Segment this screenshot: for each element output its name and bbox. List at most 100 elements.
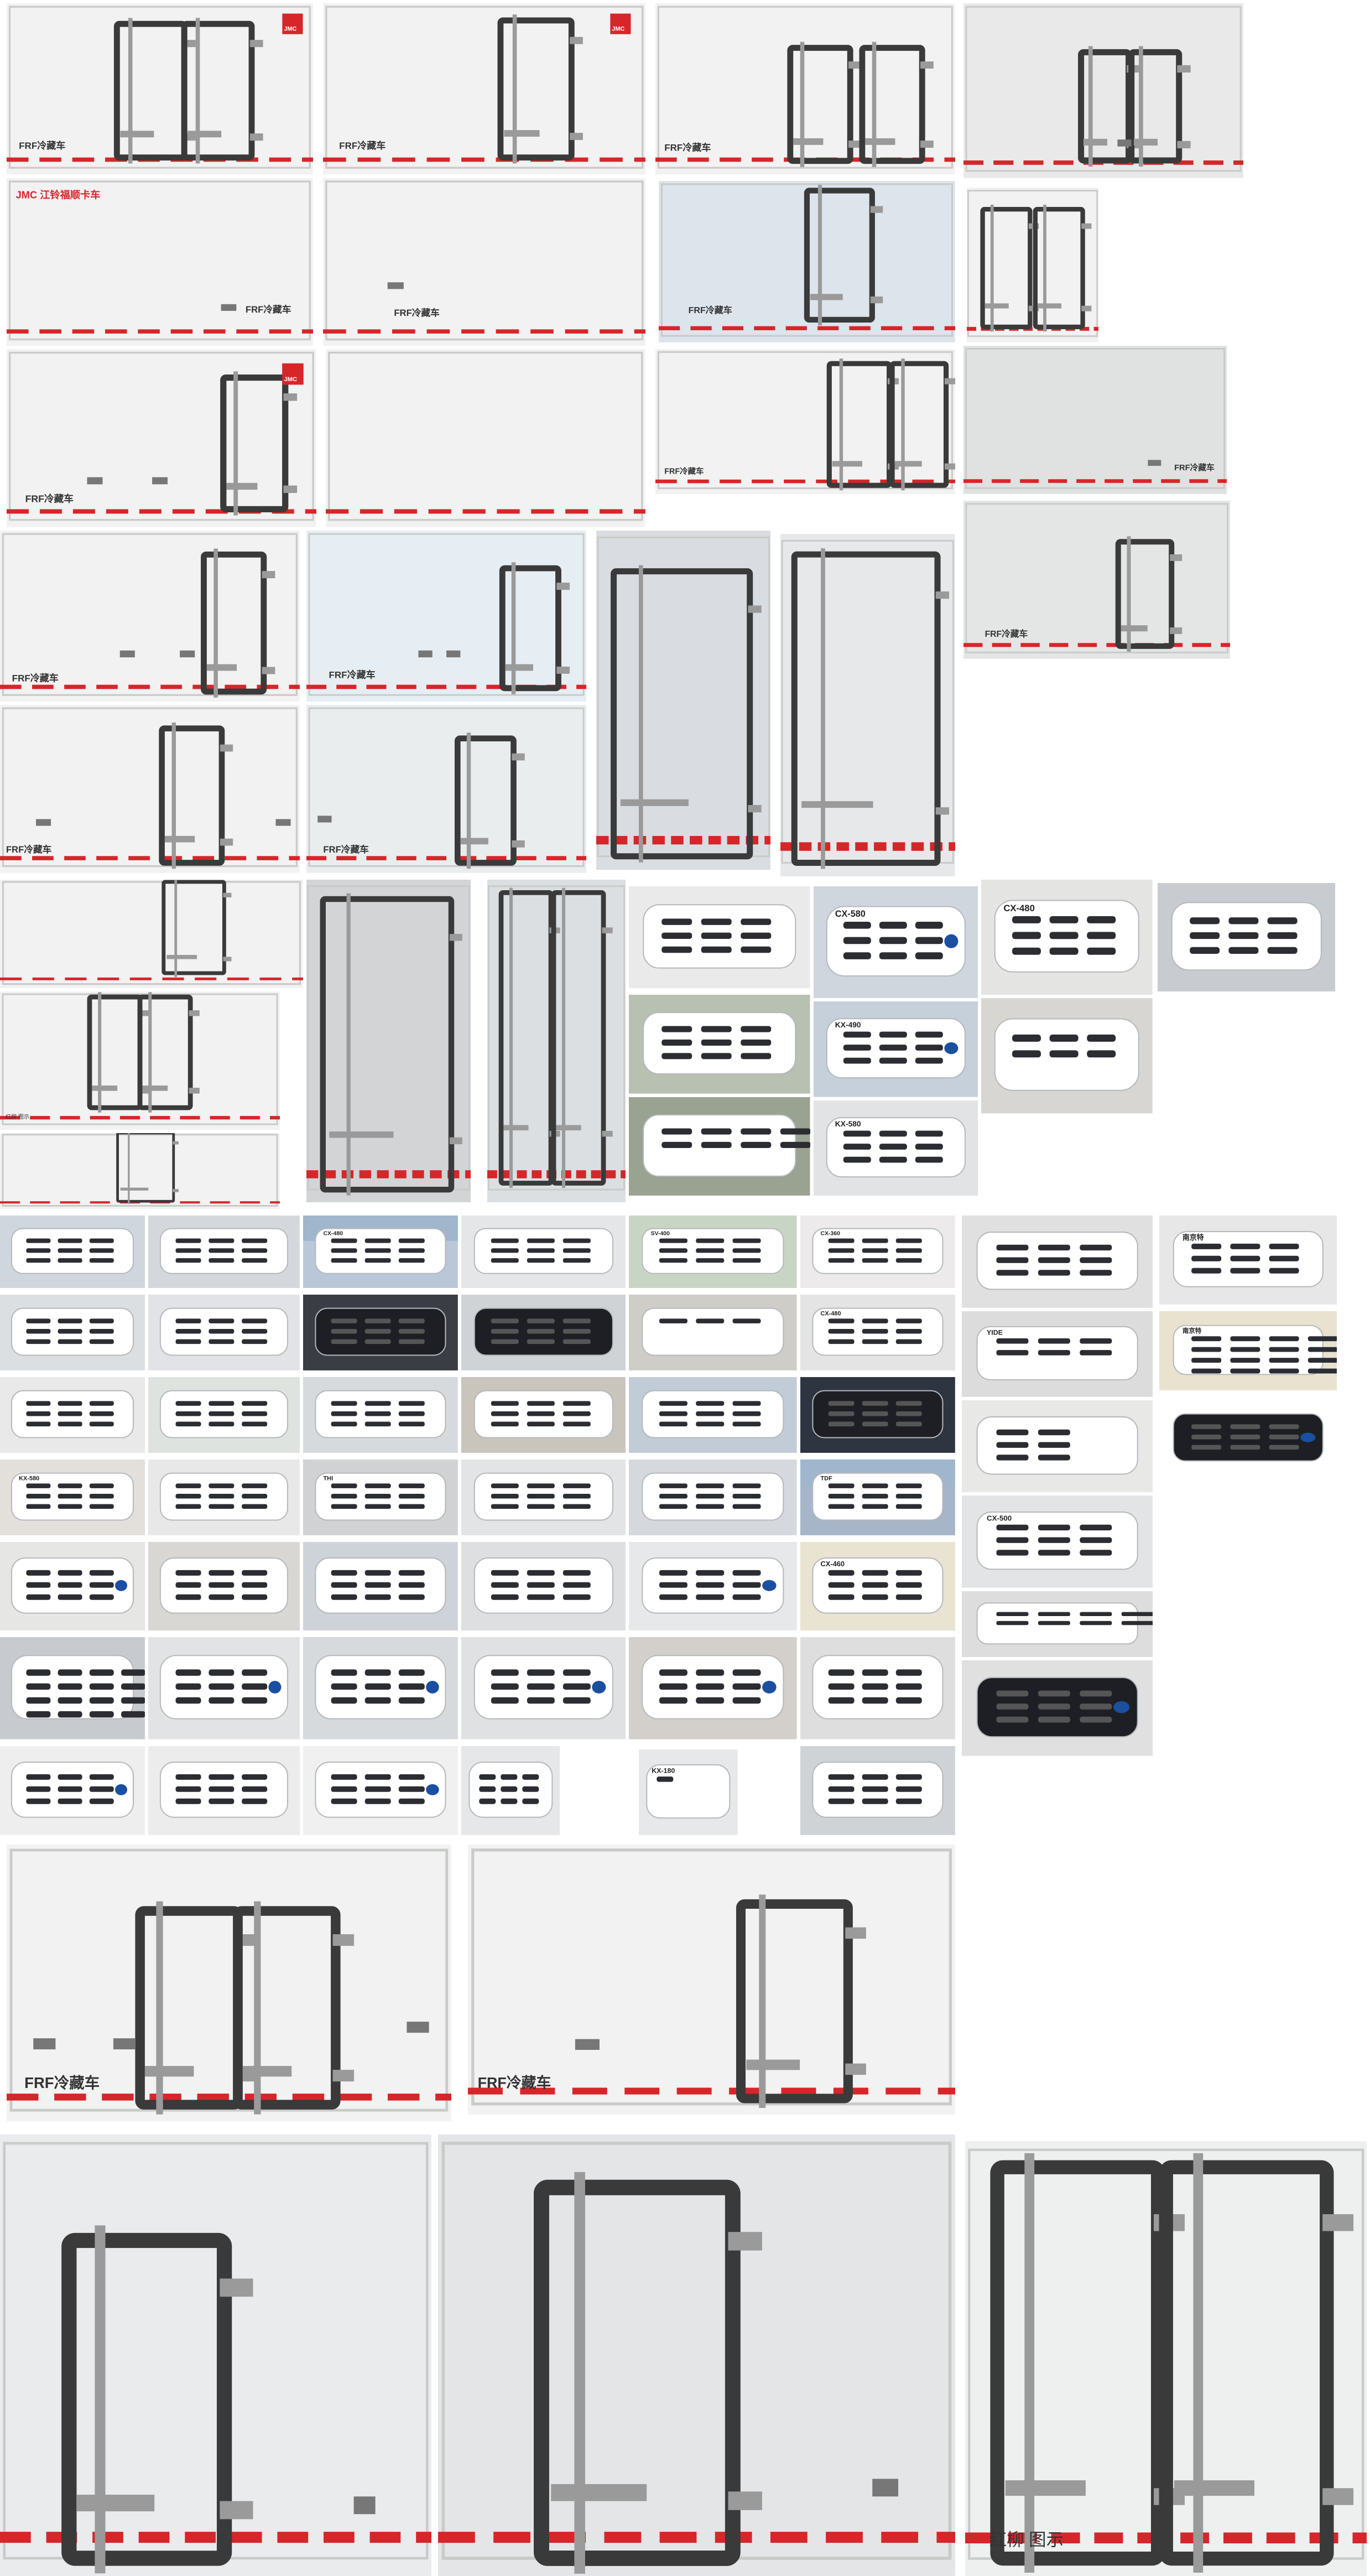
vent-slot bbox=[89, 1669, 114, 1676]
model-label: SV-400 bbox=[651, 1231, 670, 1237]
info-plate bbox=[872, 2479, 898, 2497]
reflective-strip bbox=[430, 1170, 442, 1178]
reflective-strip bbox=[576, 1170, 586, 1178]
vent-slot bbox=[1038, 1716, 1070, 1723]
hinge bbox=[748, 605, 762, 613]
vent-slot bbox=[527, 1683, 555, 1690]
vent-slot bbox=[996, 1429, 1029, 1435]
vent-slot bbox=[843, 921, 871, 929]
vent-slot bbox=[741, 932, 772, 939]
reflective-strip bbox=[604, 2532, 642, 2543]
vent-slot bbox=[331, 1248, 357, 1253]
cargo-box-photo bbox=[966, 188, 1098, 343]
refrigeration-unit-photo: KX-490 bbox=[813, 1001, 978, 1097]
vent-slot bbox=[89, 1401, 114, 1406]
cargo-box-photo: FRF冷藏车 bbox=[655, 3, 955, 175]
brand-badge-icon bbox=[591, 1681, 606, 1694]
reflective-strip bbox=[634, 329, 646, 334]
cargo-box-photo: FRF冷藏车 bbox=[963, 501, 1230, 659]
vent-slot bbox=[331, 1493, 357, 1499]
vent-slot bbox=[659, 1504, 688, 1509]
vent-slot bbox=[895, 1594, 922, 1600]
model-label: THI bbox=[323, 1475, 333, 1482]
reflective-strip bbox=[781, 2087, 816, 2095]
vent-slot bbox=[364, 1798, 391, 1804]
reflective-strip bbox=[64, 684, 86, 689]
hinge bbox=[220, 744, 233, 752]
vent-slot bbox=[209, 1697, 235, 1704]
vent-slot bbox=[862, 1798, 888, 1804]
refrigeration-unit-photo: CX-480 bbox=[981, 879, 1153, 995]
reflective-strip bbox=[429, 509, 452, 514]
vent-slot bbox=[242, 1798, 268, 1804]
vent-slot bbox=[895, 1582, 922, 1588]
reflective-strip bbox=[30, 1201, 50, 1204]
vent-slot bbox=[895, 1697, 922, 1704]
vent-slot bbox=[209, 1798, 235, 1804]
refrigeration-unit-photo bbox=[303, 1637, 458, 1739]
door-handle bbox=[503, 130, 540, 137]
vent-slot bbox=[364, 1504, 391, 1509]
refrigeration-unit-photo: THI bbox=[303, 1459, 458, 1535]
vent-slot bbox=[879, 1156, 907, 1163]
cargo-box-photo bbox=[963, 3, 1243, 178]
reflective-strip bbox=[836, 842, 850, 851]
vent-slot bbox=[732, 1697, 761, 1704]
reflective-strip bbox=[1223, 2532, 1252, 2544]
hinge bbox=[1081, 305, 1092, 311]
vent-slot bbox=[1038, 1524, 1070, 1531]
vent-slot bbox=[1308, 1347, 1337, 1352]
vent-slot bbox=[242, 1669, 268, 1676]
vent-slot bbox=[331, 1774, 357, 1780]
vent-slot bbox=[696, 1493, 725, 1499]
refrigeration-unit-photo bbox=[981, 998, 1153, 1114]
vent-slot bbox=[26, 1504, 51, 1509]
frf-label: FRF冷藏车 bbox=[19, 140, 65, 151]
door-frame bbox=[610, 568, 753, 859]
reflective-strip bbox=[396, 684, 416, 689]
refrigeration-unit-photo bbox=[629, 1541, 797, 1631]
reflective-strip bbox=[848, 157, 869, 162]
door-handle bbox=[166, 954, 197, 959]
vent-slot bbox=[732, 1401, 761, 1406]
vent-slot bbox=[364, 1594, 391, 1600]
vent-slot bbox=[58, 1798, 82, 1804]
vent-slot bbox=[732, 1582, 761, 1588]
info-plate bbox=[275, 819, 291, 826]
vent-slot bbox=[1079, 1270, 1112, 1276]
vent-slot bbox=[58, 1786, 82, 1792]
vent-slot bbox=[862, 1401, 888, 1406]
vent-slot bbox=[26, 1570, 51, 1576]
reflective-strip bbox=[301, 157, 313, 162]
vent-slot bbox=[879, 1031, 907, 1038]
brand-badge-icon bbox=[762, 1681, 777, 1694]
vent-slot bbox=[478, 1786, 496, 1792]
vent-slot bbox=[659, 1421, 688, 1427]
door-frame bbox=[61, 2233, 232, 2567]
door-handle bbox=[746, 2060, 800, 2070]
vent-slot bbox=[209, 1669, 235, 1676]
reflective-strip bbox=[326, 509, 349, 514]
vent-slot bbox=[696, 1697, 725, 1704]
vent-slot bbox=[527, 1493, 555, 1499]
vent-slot bbox=[741, 1128, 772, 1135]
vent-slot bbox=[242, 1411, 268, 1416]
vent-slot bbox=[862, 1248, 888, 1253]
refrigeration-unit-photo bbox=[303, 1377, 458, 1453]
reflective-strip bbox=[531, 509, 555, 514]
vent-slot bbox=[1230, 1445, 1260, 1450]
door-frame bbox=[736, 1899, 853, 2104]
vent-slot bbox=[491, 1339, 519, 1344]
hinge bbox=[845, 2064, 866, 2075]
vent-slot bbox=[1079, 1550, 1112, 1556]
reflective-strip bbox=[1220, 643, 1230, 647]
reflective-strip bbox=[30, 1116, 50, 1120]
vent-slot bbox=[242, 1401, 268, 1406]
vent-slot bbox=[895, 1421, 922, 1427]
vent-slot bbox=[1087, 916, 1116, 923]
vent-slot bbox=[364, 1786, 391, 1792]
reflective-strip bbox=[1173, 160, 1194, 165]
vent-slot bbox=[398, 1570, 425, 1576]
reflective-strip bbox=[394, 509, 418, 514]
vent-slot bbox=[58, 1421, 82, 1427]
